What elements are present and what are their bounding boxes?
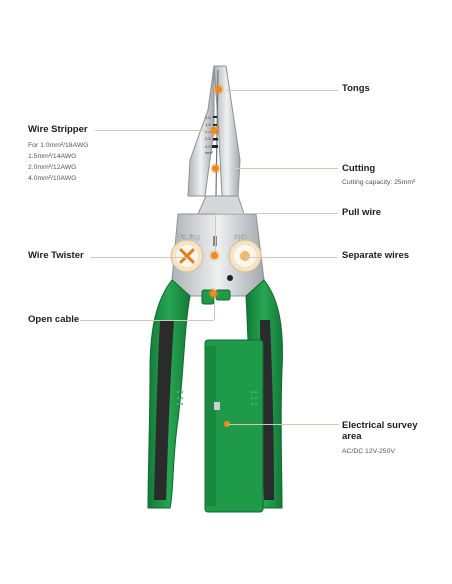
separate-leader bbox=[245, 257, 338, 258]
stripper-size-1: 1.5mm²/14AWG bbox=[28, 153, 77, 160]
jaw-mark-0: 1.0 bbox=[205, 115, 211, 120]
open-cable-leader-up bbox=[214, 292, 215, 320]
jaw-mark-2: 2.0 bbox=[205, 129, 211, 134]
jaw-mark-4: 4.0 bbox=[205, 144, 211, 149]
stripper-size-3: 4.0mm²/10AWG bbox=[28, 175, 77, 182]
survey-voltage: AC/DC 12V-250V bbox=[342, 448, 395, 455]
jaw-mark-5: mm² bbox=[205, 150, 214, 155]
open-cable-leader bbox=[80, 320, 214, 321]
twister-leader bbox=[90, 257, 187, 258]
cutting-capacity: Cutting capacity: 25mm² bbox=[342, 179, 416, 186]
pull-wire-dot bbox=[211, 252, 218, 259]
label-survey-line1: Electrical survey bbox=[342, 420, 418, 431]
stripper-leader bbox=[95, 130, 213, 131]
label-wire-stripper: Wire Stripper bbox=[28, 124, 88, 135]
tongs-leader bbox=[226, 90, 338, 91]
label-pull-wire: Pull wire bbox=[342, 207, 382, 218]
jaw-mark-1: 1.5 bbox=[205, 122, 211, 127]
label-wire-twister: Wire Twister bbox=[28, 250, 84, 261]
stripper-dot bbox=[211, 127, 218, 134]
tongs-dot bbox=[215, 86, 222, 93]
label-cutting: Cutting bbox=[342, 163, 376, 174]
winding-engraving: Winding bbox=[176, 235, 200, 241]
label-open-cable: Open cable bbox=[28, 314, 80, 325]
stripper-size-2: 2.0mm²/12AWG bbox=[28, 164, 77, 171]
label-tongs: Tongs bbox=[342, 83, 370, 94]
label-separate-wires: Separate wires bbox=[342, 250, 410, 261]
cutting-dot bbox=[212, 165, 219, 172]
survey-leader bbox=[229, 424, 339, 425]
cutting-leader bbox=[230, 168, 338, 169]
pull-wire-leader bbox=[215, 213, 338, 214]
jaw-mark-3: 2.5 bbox=[205, 136, 211, 141]
open-cable-dot bbox=[210, 290, 217, 297]
split-engraving: Split bbox=[234, 235, 247, 241]
pull-wire-leader-down bbox=[215, 213, 216, 253]
stripper-size-0: For 1.0mm²/18AWG bbox=[28, 142, 89, 149]
label-survey-line2: area bbox=[342, 431, 362, 442]
